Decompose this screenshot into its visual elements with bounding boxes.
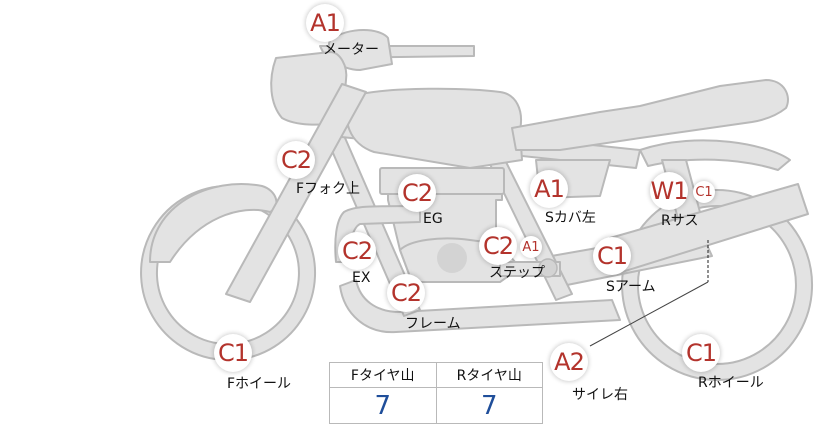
frame-grade-badge[interactable]: C2 bbox=[387, 274, 425, 312]
front-tread-column: Fタイヤ山 7 bbox=[330, 363, 436, 423]
seat-shape bbox=[512, 80, 788, 150]
engine-grade-badge[interactable]: C2 bbox=[398, 174, 436, 212]
rear-tread-column: Rタイヤ山 7 bbox=[436, 363, 543, 423]
exhaust-grade-badge[interactable]: C2 bbox=[338, 232, 376, 270]
s-cover-left-grade-badge[interactable]: A1 bbox=[530, 170, 568, 208]
r-wheel-label: Rホイール bbox=[698, 372, 764, 392]
f-fork-upper-label: Fフォク上 bbox=[296, 178, 360, 198]
f-fork-upper-grade-badge[interactable]: C2 bbox=[277, 141, 315, 179]
exhaust-label: EX bbox=[352, 270, 370, 286]
engine-label: EG bbox=[423, 211, 443, 227]
step-grade-badge[interactable]: C2 bbox=[479, 227, 517, 265]
meter-label: メーター bbox=[323, 39, 379, 59]
rear-tread-header: Rタイヤ山 bbox=[437, 363, 543, 388]
swing-arm-label: Sアーム bbox=[606, 276, 656, 296]
f-wheel-label: Fホイール bbox=[227, 373, 291, 393]
r-suspension-label: Rサス bbox=[661, 210, 698, 230]
step-secondary-grade-badge[interactable]: A1 bbox=[520, 236, 542, 258]
silencer-right-grade-badge[interactable]: A2 bbox=[550, 343, 588, 381]
front-tread-value: 7 bbox=[330, 388, 436, 423]
meter-grade-badge[interactable]: A1 bbox=[306, 4, 344, 42]
front-tread-header: Fタイヤ山 bbox=[330, 363, 436, 388]
r-suspension-grade-badge[interactable]: W1 bbox=[650, 172, 688, 210]
silencer-right-label: サイレ右 bbox=[572, 384, 628, 404]
tire-tread-table: Fタイヤ山 7 Rタイヤ山 7 bbox=[329, 362, 543, 424]
f-wheel-grade-badge[interactable]: C1 bbox=[214, 334, 252, 372]
exhaust-pipe-shape bbox=[340, 280, 620, 332]
rear-tread-value: 7 bbox=[437, 388, 543, 423]
swing-arm-grade-badge[interactable]: C1 bbox=[593, 237, 631, 275]
engine-case-dot bbox=[437, 243, 467, 273]
fuel-tank-shape bbox=[347, 89, 522, 168]
s-cover-left-label: Sカバ左 bbox=[545, 207, 596, 227]
frame-label: フレーム bbox=[405, 313, 461, 333]
step-label: ステップ bbox=[489, 262, 545, 282]
r-wheel-grade-badge[interactable]: C1 bbox=[682, 334, 720, 372]
r-suspension-secondary-grade-badge[interactable]: C1 bbox=[693, 181, 715, 203]
